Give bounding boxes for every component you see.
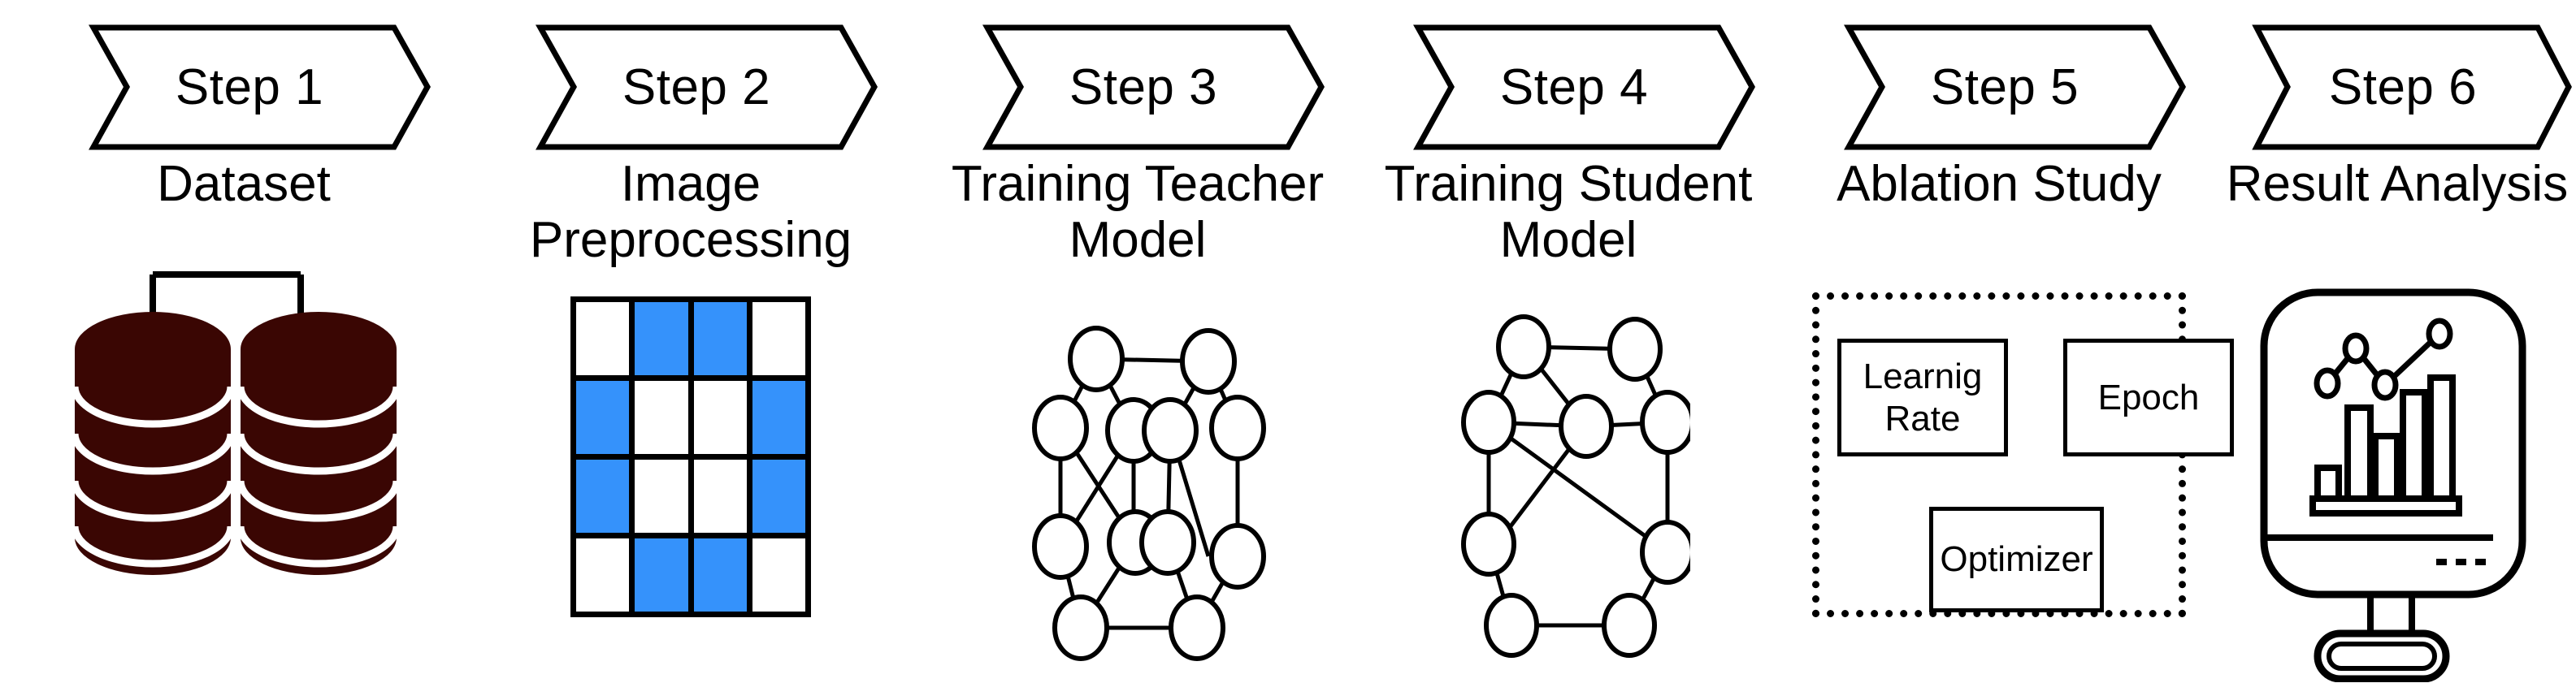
chevron-shape-icon xyxy=(2252,24,2572,150)
optimizer-chip: Optimizer xyxy=(1929,507,2104,612)
step-column-5: Step 5 Ablation Study Learnig Rate Epoch… xyxy=(1812,0,2234,696)
database-stacks-svg xyxy=(71,271,401,575)
pixel-grid-icon xyxy=(504,296,878,621)
ablation-dotted-container: Learnig Rate Epoch Optimizer xyxy=(1812,292,2234,617)
step-banner-2: Step 2 xyxy=(504,24,878,150)
graph-node xyxy=(1032,326,1266,661)
chevron-shape-icon xyxy=(536,24,878,150)
step-caption-2: Image Preprocessing xyxy=(529,156,852,269)
step-banner-5: Step 5 xyxy=(1812,24,2186,150)
teacher-graph-svg xyxy=(1032,326,1266,661)
grid-cell xyxy=(635,381,688,454)
grid-cell xyxy=(752,302,805,375)
step-banner-4: Step 4 xyxy=(1381,24,1755,150)
grid-cell xyxy=(693,538,747,612)
grid-cell xyxy=(693,460,747,533)
step-banner-6: Step 6 xyxy=(2223,24,2572,150)
grid-cell xyxy=(752,538,805,612)
grid-cell xyxy=(635,460,688,533)
chevron-shape-icon xyxy=(1413,24,1755,150)
step-banner-label-6: Step 6 xyxy=(2328,58,2478,115)
neural-network-teacher-icon xyxy=(951,313,1325,661)
monitor-svg xyxy=(2260,288,2526,682)
step-banner-label-5: Step 5 xyxy=(1930,58,2079,115)
grid-cell xyxy=(693,381,747,454)
learning-rate-chip: Learnig Rate xyxy=(1837,339,2008,456)
grid-cell xyxy=(635,302,688,375)
step-banner-label-4: Step 4 xyxy=(1499,58,1649,115)
pixel-grid xyxy=(570,296,811,617)
grid-cell xyxy=(752,460,805,533)
epoch-chip: Epoch xyxy=(2063,339,2234,456)
step-column-3: Step 3 Training Teacher Model xyxy=(951,0,1325,696)
step-caption-6: Result Analysis xyxy=(2226,156,2569,212)
step-caption-3: Training Teacher Model xyxy=(951,156,1325,269)
student-graph-svg xyxy=(1461,314,1690,658)
grid-cell xyxy=(635,538,688,612)
chevron-shape-icon xyxy=(1844,24,2186,150)
database-stack-left xyxy=(71,312,235,575)
grid-cell xyxy=(752,381,805,454)
step-caption-4: Training Student Model xyxy=(1384,156,1753,269)
grid-cell xyxy=(693,302,747,375)
grid-cell xyxy=(576,302,630,375)
step-column-1: Step 1 Dataset xyxy=(57,0,431,696)
line-chart-point xyxy=(2314,318,2453,401)
step-column-2: Step 2 Image Preprocessing xyxy=(504,0,878,696)
neural-network-student-icon xyxy=(1381,313,1755,658)
step-caption-1: Dataset xyxy=(157,156,331,212)
database-stack-right xyxy=(236,312,401,575)
chevron-shape-icon xyxy=(982,24,1325,150)
chevron-shape-icon xyxy=(89,24,431,150)
step-banner-label-2: Step 2 xyxy=(622,58,771,115)
grid-cell xyxy=(576,460,630,533)
step-banner-label-1: Step 1 xyxy=(175,58,324,115)
step-caption-5: Ablation Study xyxy=(1837,156,2162,212)
step-banner-label-3: Step 3 xyxy=(1069,58,1218,115)
step-column-4: Step 4 Training Student Model xyxy=(1381,0,1755,696)
monitor-chart-icon xyxy=(2223,276,2572,682)
step-banner-1: Step 1 xyxy=(57,24,431,150)
database-stacks-icon xyxy=(57,268,431,609)
graph-node xyxy=(1461,314,1690,658)
grid-cell xyxy=(576,381,630,454)
grid-cell xyxy=(576,538,630,612)
ablation-box-icon: Learnig Rate Epoch Optimizer xyxy=(1812,292,2234,650)
step-column-6: Step 6 Result Analysis xyxy=(2223,0,2572,696)
step-banner-3: Step 3 xyxy=(951,24,1325,150)
